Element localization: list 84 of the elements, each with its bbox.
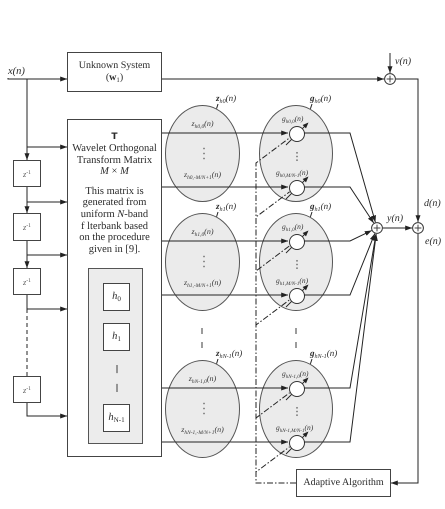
arrow bbox=[26, 402, 68, 418]
arrow bbox=[382, 226, 412, 230]
edge-label: e(n) bbox=[424, 236, 442, 247]
signal-label: z$_{h1,-M/N+1}$(n) bbox=[184, 278, 222, 288]
arrow bbox=[388, 52, 392, 74]
leader-line bbox=[310, 104, 312, 110]
leader-line bbox=[310, 358, 312, 364]
arrow bbox=[24, 186, 30, 214]
summing-junction bbox=[412, 222, 424, 234]
delay-label: z$^{-1}$ bbox=[22, 222, 32, 232]
delay-label: z$^{-1}$ bbox=[22, 276, 32, 286]
filter-label: h$_{N-1}$ bbox=[108, 412, 125, 424]
arrow bbox=[162, 76, 384, 82]
signal-label: g$_{h1}$(n) bbox=[310, 200, 332, 212]
signal-label: z$_{hN-1,-M/N+1}$(n) bbox=[181, 425, 224, 435]
signal-label: z$_{h0}$(n) bbox=[216, 92, 236, 104]
signal-label: z$_{hN-1,0}$(n) bbox=[188, 374, 216, 384]
system-block bbox=[67, 52, 162, 92]
arrow bbox=[304, 233, 378, 388]
leader-line bbox=[310, 212, 312, 218]
arrow bbox=[8, 78, 30, 160]
filter-block bbox=[103, 404, 130, 432]
arrow bbox=[396, 78, 420, 222]
matrix-title: Wavelet Orthogonal Transform Matrix bbox=[71, 143, 158, 166]
arrow bbox=[236, 238, 288, 244]
delay-label: z$^{-1}$ bbox=[22, 168, 32, 178]
connector-line bbox=[162, 294, 176, 296]
filter-bank-panel bbox=[88, 268, 143, 444]
filter-label: h$_{1}$ bbox=[112, 331, 121, 343]
variable-gain-symbol bbox=[285, 230, 309, 254]
arrow bbox=[230, 292, 288, 298]
variable-gain-symbol bbox=[285, 176, 309, 200]
leader-line bbox=[216, 104, 218, 109]
edge-label: v(n) bbox=[394, 56, 412, 67]
edge-label: d(n) bbox=[423, 198, 442, 209]
algorithm-block bbox=[296, 469, 391, 497]
delay-block bbox=[13, 213, 41, 241]
connector-line bbox=[162, 186, 176, 188]
block-label: Unknown System bbox=[78, 60, 150, 72]
signal-label: x(n) bbox=[8, 66, 25, 78]
variable-gain-symbol bbox=[285, 284, 309, 308]
dash-dot-line bbox=[26, 294, 28, 376]
filter-block bbox=[103, 323, 130, 351]
signal-label: z$_{h0,-M/N+1}$(n) bbox=[184, 170, 222, 180]
dash-dot-line bbox=[256, 446, 296, 484]
summing-junction bbox=[371, 222, 383, 234]
arrow bbox=[236, 386, 288, 390]
block-label: (w$_{1}$) bbox=[106, 72, 124, 84]
arrow bbox=[24, 240, 30, 268]
delay-block bbox=[13, 376, 41, 403]
edge-label: y(n) bbox=[386, 213, 404, 224]
arrow bbox=[229, 184, 288, 190]
delay-block bbox=[13, 268, 41, 295]
arrow bbox=[236, 130, 288, 136]
arrow bbox=[304, 233, 376, 296]
signal-label: z$_{h1,0}$(n) bbox=[192, 227, 214, 237]
arrow bbox=[304, 186, 374, 224]
connector-line bbox=[162, 240, 170, 242]
matrix-title: M × M bbox=[100, 166, 129, 178]
matrix-symbol: T bbox=[111, 131, 118, 143]
signal-label: g$_{hN-1}$(n) bbox=[310, 347, 338, 359]
arrow bbox=[230, 440, 288, 444]
leader-line bbox=[216, 212, 218, 218]
variable-gain-symbol bbox=[285, 377, 309, 401]
summing-junction bbox=[384, 73, 396, 85]
signal-label: z$_{hN-1}$(n) bbox=[216, 347, 242, 359]
variable-gain-symbol bbox=[285, 122, 309, 146]
signal-label: z$_{h0,0}$(n) bbox=[192, 119, 214, 129]
block-label: Adaptive Algorithm bbox=[303, 477, 384, 489]
arrow bbox=[304, 234, 378, 442]
filter-block bbox=[103, 283, 130, 311]
delay-block bbox=[13, 160, 41, 187]
transform-matrix-block bbox=[67, 119, 162, 457]
arrow bbox=[304, 230, 372, 242]
signal-label: z$_{h1}$(n) bbox=[216, 200, 236, 212]
leader-line bbox=[216, 358, 218, 364]
matrix-description: This matrix is generated from uniform N-band f lterbank based on the procedure given in [9]. bbox=[78, 186, 150, 256]
delay-label: z$^{-1}$ bbox=[22, 384, 32, 394]
signal-label: g$_{h0}$(n) bbox=[310, 92, 332, 104]
variable-gain-symbol bbox=[285, 431, 309, 455]
filter-label: h$_{0}$ bbox=[112, 291, 121, 303]
connector-line bbox=[162, 132, 169, 134]
arrow bbox=[304, 132, 376, 223]
arrow bbox=[390, 234, 418, 486]
